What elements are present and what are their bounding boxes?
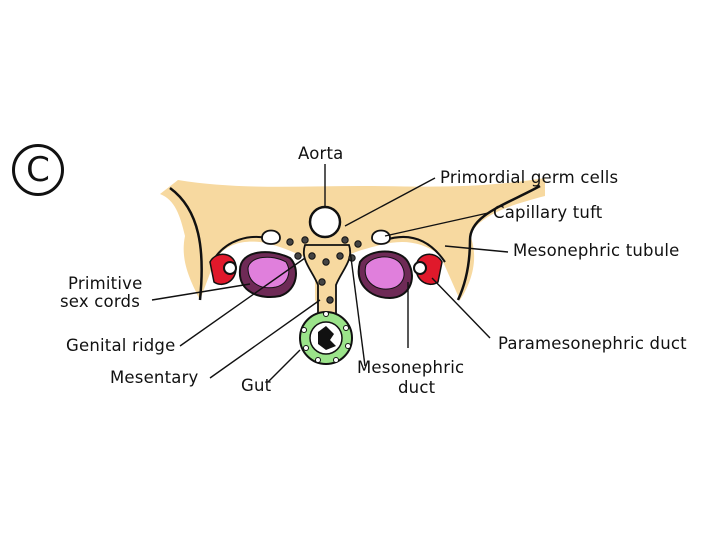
capillary-tufts	[261, 229, 391, 245]
leader-lines	[151, 164, 509, 383]
right-genital-ridge	[357, 250, 413, 300]
label-primordial-germ-cells: Primordial germ cells	[440, 168, 619, 187]
left-genital-ridge	[238, 251, 297, 298]
label-mesonephric-tubule: Mesonephric tubule	[513, 241, 680, 260]
gut	[299, 311, 353, 365]
label-primitive-sex-cords-line1: Primitive	[68, 274, 143, 293]
paramesonephric-ducts	[209, 253, 443, 286]
dorsal-body-wall	[160, 178, 545, 310]
label-primitive-sex-cords-line2: sex cords	[60, 292, 140, 311]
left-body-wall-outline	[169, 186, 203, 301]
label-aorta: Aorta	[298, 144, 344, 163]
right-body-wall-outline	[456, 184, 541, 301]
label-mesonephric-duct-line1: Mesonephric	[357, 358, 465, 377]
label-capillary-tuft: Capillary tuft	[493, 203, 603, 222]
panel-letter-badge: C	[12, 144, 64, 196]
label-gut: Gut	[241, 376, 272, 395]
aorta	[308, 205, 342, 239]
label-mesentary: Mesentary	[110, 368, 199, 387]
label-genital-ridge: Genital ridge	[66, 336, 176, 355]
label-paramesonephric-duct: Paramesonephric duct	[498, 334, 687, 353]
right-coelom-edge	[384, 236, 446, 263]
label-mesonephric-duct-line2: duct	[398, 378, 436, 397]
